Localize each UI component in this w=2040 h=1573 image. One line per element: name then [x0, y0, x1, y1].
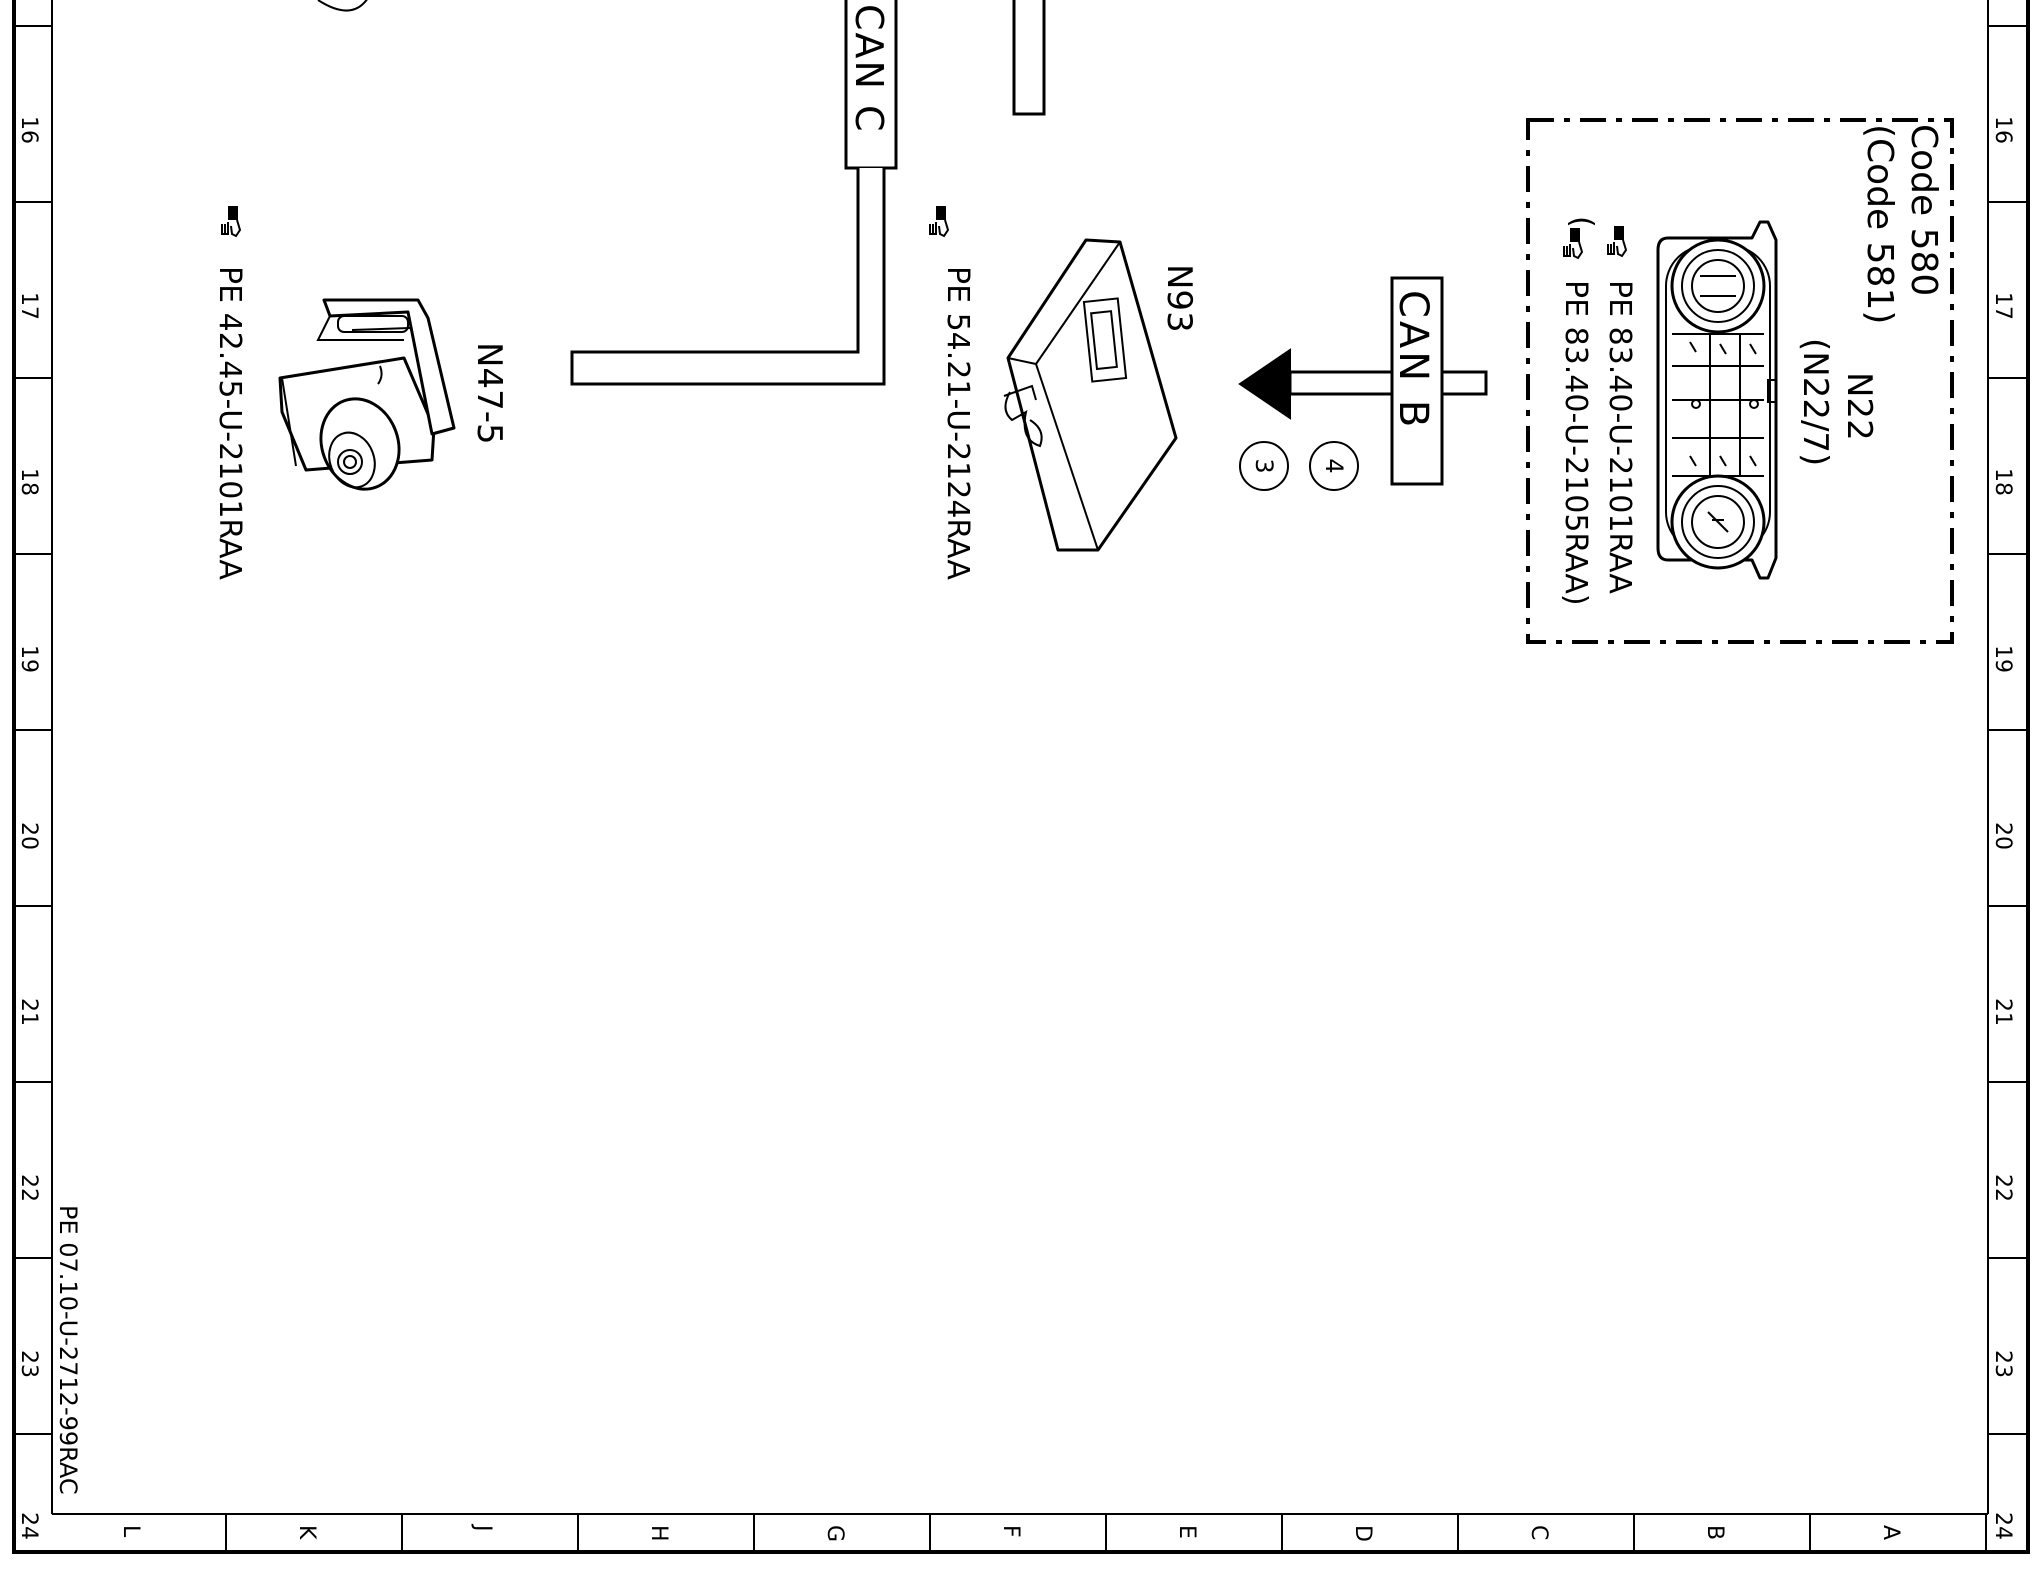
pointing-hand-reference-icon [1607, 226, 1628, 258]
column-label: F [998, 1525, 1023, 1538]
column-label: C [1526, 1525, 1551, 1540]
column-label: H [646, 1525, 671, 1542]
row-label: 21 [1990, 998, 2015, 1026]
row-label: 22 [16, 1174, 41, 1202]
column-label: B [1702, 1525, 1727, 1540]
row-label: 17 [1990, 292, 2015, 320]
pointing-hand-reference-icon [221, 206, 242, 238]
row-label: 21 [16, 998, 41, 1026]
can-c-label: CAN C [847, 4, 891, 134]
esp-control-unit-icon [278, 298, 456, 491]
partial-wire [1012, 0, 1046, 116]
row-labels-left: 16 17 18 19 20 21 22 23 24 [16, 116, 41, 1540]
row-label: 18 [16, 468, 41, 496]
column-label: J [470, 1523, 495, 1532]
row-label: 18 [1990, 468, 2015, 496]
n22-label-alt: (N22/7) [1795, 338, 1835, 466]
n47-5-ref: PE 42.45-U-2101RAA [212, 266, 247, 580]
n47-5-module: N47-5 PE 42.45-U-2101RAA [212, 206, 509, 580]
circled-number: 4 [1320, 458, 1348, 473]
row-label: 16 [1990, 116, 2015, 144]
column-label: E [1174, 1525, 1199, 1539]
row-label: 17 [16, 292, 41, 320]
column-label: D [1350, 1525, 1375, 1542]
n22-ref: PE 83.40-U-2101RAA [1602, 280, 1637, 594]
control-unit-icon [1003, 238, 1178, 552]
n22-label: N22 [1839, 372, 1879, 441]
climate-control-panel-icon [1656, 220, 1778, 580]
can-b-bus: CAN B 4 3 [1238, 276, 1488, 491]
n93-label: N93 [1159, 264, 1199, 333]
n22-ref-alt: PE 83.40-U-2105RAA) [1558, 280, 1593, 606]
n93-ref: PE 54.21-U-2124RAA [940, 266, 975, 580]
row-label: 23 [1990, 1350, 2015, 1378]
column-label: A [1878, 1525, 1903, 1540]
column-label: L [118, 1525, 143, 1538]
n22-ref-alt-open: ( [1564, 216, 1599, 228]
pointing-hand-reference-icon [1563, 228, 1584, 260]
can-b-label: CAN B [1390, 290, 1436, 430]
row-label: 20 [1990, 822, 2015, 850]
column-labels: L K J H G F E D C B A [118, 1523, 1903, 1542]
n22-code: Code 580 [1903, 124, 1944, 296]
pointing-hand-reference-icon [929, 206, 950, 238]
sheet-frame [12, 0, 2030, 1554]
row-label: 22 [1990, 1174, 2015, 1202]
row-label: 23 [16, 1350, 41, 1378]
row-label: 19 [1990, 645, 2015, 673]
row-label: 19 [16, 645, 41, 673]
row-label: 16 [16, 116, 41, 144]
row-label: 24 [16, 1512, 41, 1540]
row-label: 24 [1990, 1512, 2015, 1540]
column-label: K [294, 1525, 319, 1540]
row-labels-right: 16 17 18 19 20 21 22 23 24 [1990, 116, 2015, 1540]
drawing-number: PE 07.10-U-2712-99RAC [54, 1205, 82, 1495]
n47-5-label: N47-5 [469, 342, 509, 445]
n93-module: N93 PE 54.21-U-2124RAA [929, 206, 1199, 580]
row-label: 20 [16, 822, 41, 850]
partial-arc [317, 0, 368, 12]
n22-code-alt: (Code 581) [1859, 124, 1900, 324]
circled-number: 3 [1250, 458, 1278, 473]
column-label: G [822, 1525, 847, 1542]
can-c-bus: CAN C [570, 0, 898, 386]
n22-module: Code 580 (Code 581) N22 (N22/7) [1526, 118, 1954, 644]
